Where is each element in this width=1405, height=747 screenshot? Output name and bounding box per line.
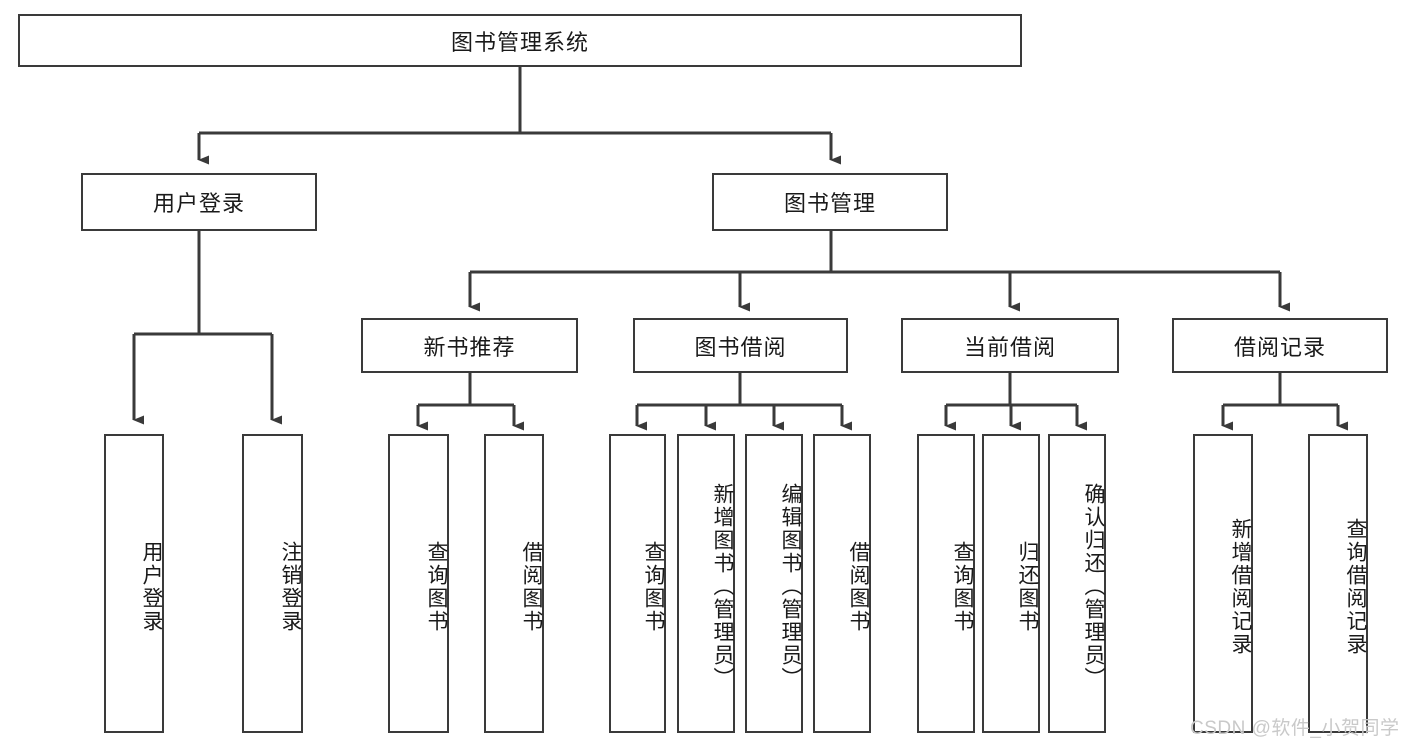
leaf-label: 确认归还（管理员） [1082,483,1105,690]
leaf-borrow-record-add[interactable]: 新增借阅记录 [1193,434,1253,733]
leaf-user-login-login[interactable]: 用户登录 [104,434,164,733]
leaf-label: 注销登录 [279,540,302,633]
leaf-label: 用户登录 [140,540,163,633]
node-borrow-record[interactable]: 借阅记录 [1172,318,1388,373]
leaf-label: 编辑图书（管理员） [779,483,802,690]
node-root[interactable]: 图书管理系统 [18,14,1022,67]
leaf-user-login-logout[interactable]: 注销登录 [242,434,303,733]
leaf-book-borrow-edit[interactable]: 编辑图书（管理员） [745,434,803,733]
leaf-book-borrow-query[interactable]: 查询图书 [609,434,666,733]
leaf-label: 查询借阅记录 [1344,517,1367,656]
leaf-label: 归还图书 [1016,540,1039,633]
node-book-borrow[interactable]: 图书借阅 [633,318,848,373]
leaf-current-borrow-query[interactable]: 查询图书 [917,434,975,733]
watermark-text: CSDN @软件_小贺同学 [1190,718,1400,739]
leaf-current-borrow-return[interactable]: 归还图书 [982,434,1040,733]
node-user-login[interactable]: 用户登录 [81,173,317,231]
leaf-label: 借阅图书 [847,540,870,633]
leaf-label: 借阅图书 [520,540,543,633]
node-current-borrow[interactable]: 当前借阅 [901,318,1119,373]
leaf-new-book-borrow[interactable]: 借阅图书 [484,434,544,733]
leaf-label: 查询图书 [951,540,974,633]
leaf-label: 查询图书 [642,540,665,633]
leaf-label: 新增图书（管理员） [711,483,734,690]
leaf-book-borrow-borrow[interactable]: 借阅图书 [813,434,871,733]
leaf-current-borrow-confirm-return[interactable]: 确认归还（管理员） [1048,434,1106,733]
node-new-book-recommend[interactable]: 新书推荐 [361,318,578,373]
node-book-management[interactable]: 图书管理 [712,173,948,231]
leaf-borrow-record-query[interactable]: 查询借阅记录 [1308,434,1368,733]
leaf-label: 新增借阅记录 [1229,517,1252,656]
leaf-book-borrow-add[interactable]: 新增图书（管理员） [677,434,735,733]
leaf-label: 查询图书 [425,540,448,633]
leaf-new-book-query[interactable]: 查询图书 [388,434,449,733]
